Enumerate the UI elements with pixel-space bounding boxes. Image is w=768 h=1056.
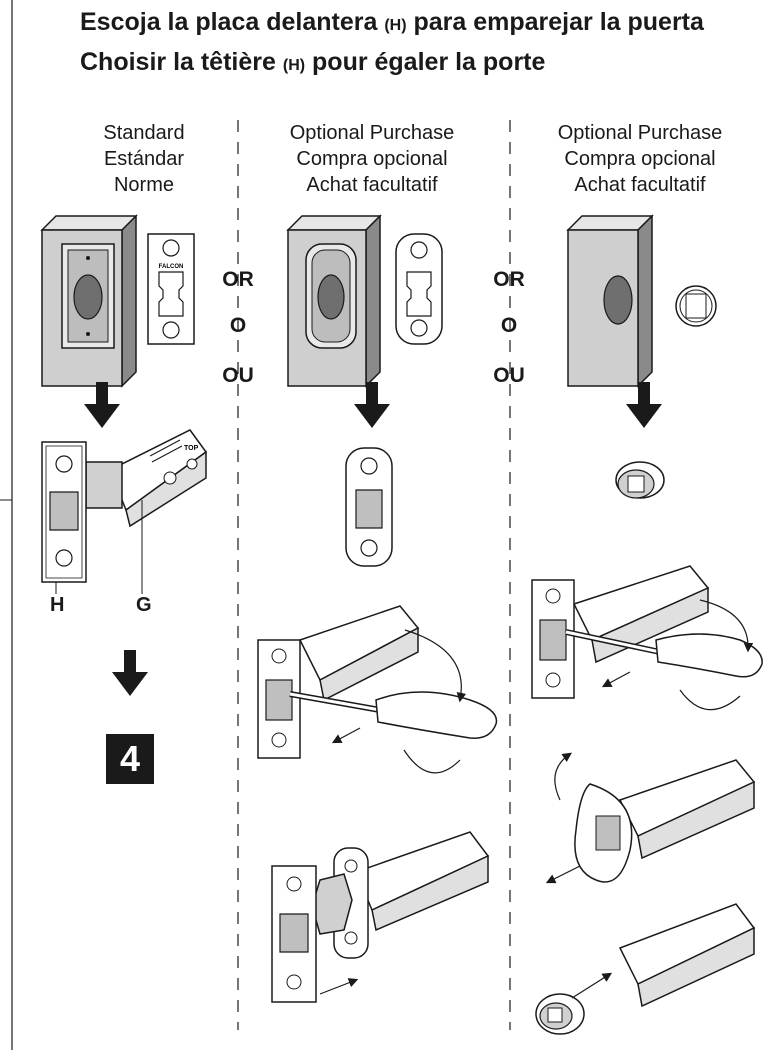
column-header-optional-1: Optional Purchase Compra opcional Achat … (262, 120, 482, 198)
latch-assembly-standard: TOP (85, 429, 208, 528)
faceplate-h (41, 441, 87, 583)
column-header-line: Standard (103, 122, 185, 144)
latch-top-marking: TOP (184, 445, 199, 452)
drive-in-collar (615, 461, 665, 499)
drive-in-collar-face (675, 285, 717, 327)
heading-spanish-end: para emparejar la puerta (406, 8, 704, 36)
column-header-optional-2: Optional Purchase Compra opcional Achat … (530, 120, 750, 198)
or-label-2: OR (493, 268, 525, 291)
next-step-badge: 4 (106, 734, 154, 784)
o-label-2: O (500, 314, 518, 337)
label-latch-g: G (136, 594, 152, 616)
heading-french-end: pour égaler la porte (305, 48, 546, 76)
heading-spanish-tag: (H) (384, 17, 407, 34)
down-arrow (626, 382, 662, 428)
column-header-line: Norme (113, 174, 174, 196)
latch-with-screwdriver-1 (257, 605, 498, 774)
heading-french-tag: (H) (282, 57, 306, 74)
faceplate-round-detached (345, 447, 393, 567)
column-header-line: Estándar (103, 148, 185, 170)
column-header-line: Optional Purchase (557, 122, 723, 144)
ou-label-1: OU (222, 364, 254, 387)
heading-spanish-main: Escoja la placa delantera (80, 8, 385, 36)
door-edge-round-cutout (286, 214, 382, 388)
faceplate-round (395, 233, 443, 345)
faceplate-square: FALCON (147, 233, 195, 345)
down-arrow (84, 382, 120, 428)
column-header-line: Achat facultatif (306, 174, 438, 196)
latch-attaching-collar (535, 903, 756, 1035)
heading-french: Choisir la têtière (H) pour égaler la po… (80, 48, 545, 77)
column-header-standard: Standard Estándar Norme (34, 120, 254, 198)
latch-removing-oval-plate (545, 752, 756, 884)
faceplate-brand-text: FALCON (159, 264, 184, 270)
ou-label-2: OU (493, 364, 525, 387)
label-faceplate-h: H (50, 594, 65, 616)
door-edge-drive-in (566, 214, 654, 388)
column-header-line: Compra opcional (564, 148, 716, 170)
column-header-line: Achat facultatif (574, 174, 706, 196)
heading-french-main: Choisir la têtière (80, 48, 283, 76)
down-arrow (112, 650, 148, 696)
door-edge-square-cutout (40, 214, 138, 388)
latch-with-screwdriver-2 (531, 565, 763, 711)
heading-spanish: Escoja la placa delantera (H) para empar… (80, 8, 704, 37)
column-header-line: Compra opcional (296, 148, 448, 170)
down-arrow (354, 382, 390, 428)
latch-with-round-faceplate (271, 831, 490, 1003)
column-header-line: Optional Purchase (289, 122, 455, 144)
